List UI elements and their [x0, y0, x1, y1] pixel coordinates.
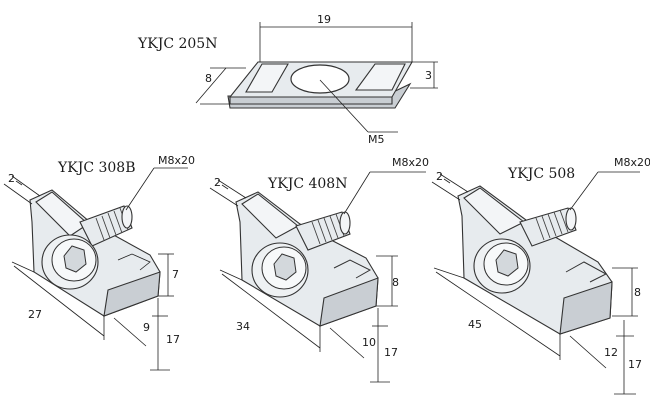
part-title-408n: YKJC 408N	[267, 176, 347, 192]
dim-height-308b: 7	[172, 268, 179, 281]
dimension-lines-308b	[3, 167, 188, 371]
part-ykjc-508: YKJC 508	[431, 156, 650, 395]
dimension-lines-408n	[209, 171, 426, 383]
dim-tab-308b: 9	[143, 321, 150, 334]
dim-depth-508: 17	[628, 358, 642, 371]
dim-bolt-308b: M8x20	[158, 154, 195, 167]
dim-height-508: 8	[634, 286, 641, 299]
nut-plate-205n-drawing	[227, 61, 413, 109]
dim-bolt-408n: M8x20	[392, 156, 429, 169]
t-nut-308b-drawing	[29, 189, 161, 317]
part-title-508: YKJC 508	[507, 166, 575, 182]
part-title-205n: YKJC 205N	[137, 36, 217, 52]
dimension-lines-508	[431, 171, 640, 395]
dim-edge-508: 2	[436, 170, 443, 183]
dim-length-205n: 19	[317, 13, 331, 26]
t-nut-408n-drawing	[235, 191, 379, 327]
dim-tab-408n: 10	[362, 336, 376, 349]
part-ykjc-308b: YKJC 308B	[3, 154, 195, 371]
dim-height-205n: 3	[425, 69, 432, 82]
dim-length-308b: 27	[28, 308, 42, 321]
part-title-308b: YKJC 308B	[57, 160, 136, 176]
dim-tab-508: 12	[604, 346, 618, 359]
dim-length-408n: 34	[236, 320, 250, 333]
dim-bolt-508: M8x20	[614, 156, 650, 169]
dim-edge-308b: 2	[8, 172, 15, 185]
dim-depth-408n: 17	[384, 346, 398, 359]
dim-edge-408n: 2	[214, 176, 221, 189]
dim-thread-205n: M5	[368, 133, 385, 146]
dim-depth-308b: 17	[166, 333, 180, 346]
dim-height-408n: 8	[392, 276, 399, 289]
dim-width-205n: 8	[205, 72, 212, 85]
dimension-lines-205n	[195, 22, 438, 133]
t-nut-508-drawing	[457, 185, 613, 335]
part-ykjc-408n: YKJC 408N	[209, 156, 429, 383]
dim-length-508: 45	[468, 318, 482, 331]
part-ykjc-205n: YKJC 205N 19	[137, 13, 438, 146]
